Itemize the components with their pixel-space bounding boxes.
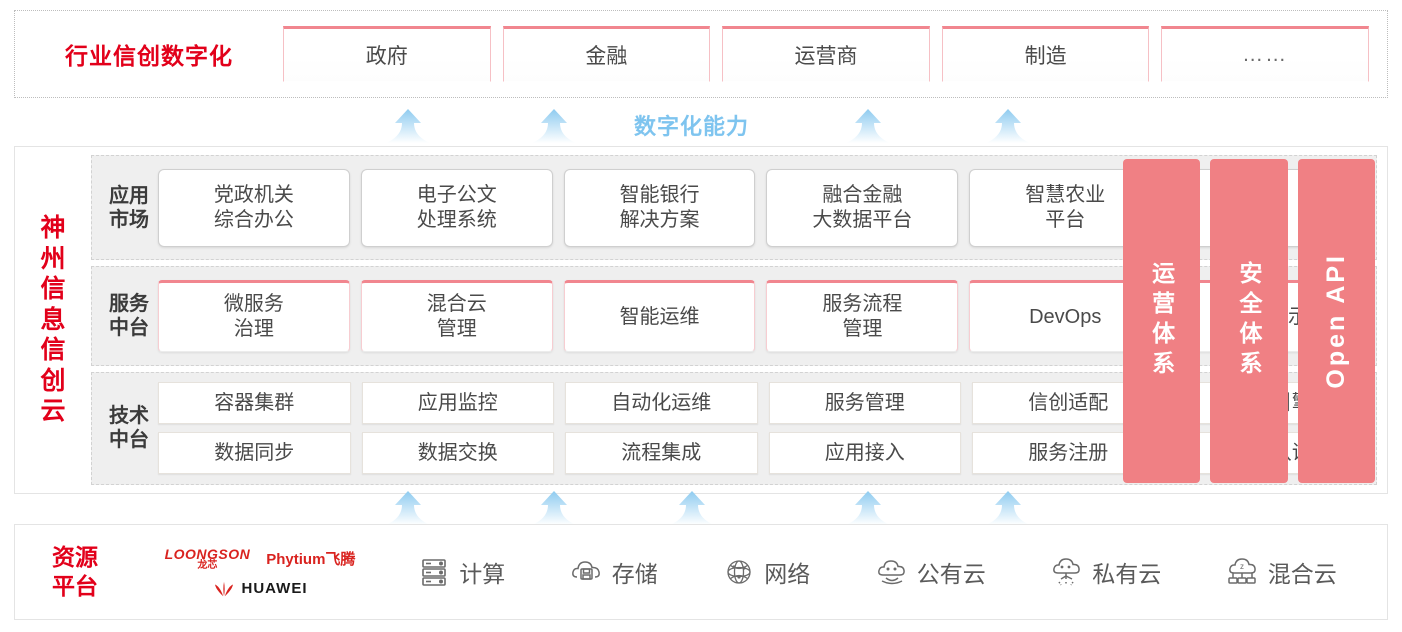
server-icon <box>417 555 451 589</box>
tech-cell-container-cluster[interactable]: 容器集群 <box>158 382 351 425</box>
loongson-logo-cn: 龙芯 <box>197 559 218 571</box>
resource-item-label: 存储 <box>611 561 658 587</box>
cloud-title-char: 创 <box>40 366 66 395</box>
resource-item-public-cloud[interactable]: 公有云 <box>875 555 986 589</box>
app-cell-edoc-system[interactable]: 电子公文处理系统 <box>360 168 553 247</box>
layer-label-technical-platform: 技术 中台 <box>100 404 158 452</box>
huawei-logo: HUAWEI <box>213 580 308 598</box>
loongson-logo-text: LOONGSON <box>164 545 251 562</box>
industry-box-finance[interactable]: 金融 <box>502 26 711 82</box>
digital-capability-label: 数字化能力 <box>634 114 750 139</box>
public-cloud-icon <box>875 555 909 589</box>
cloud-title-char: 州 <box>40 244 66 273</box>
huawei-logo-text: HUAWEI <box>241 580 308 597</box>
cloud-platform-title: 神 州 信 息 信 创 云 <box>15 147 91 493</box>
industry-band-title: 行业信创数字化 <box>65 43 233 69</box>
tech-cell-process-integration[interactable]: 流程集成 <box>565 432 758 475</box>
tech-cell-data-exchange[interactable]: 数据交换 <box>361 432 554 475</box>
pillar-open-api[interactable]: Open API <box>1297 159 1375 483</box>
resource-title-line: 平台 <box>52 573 98 599</box>
app-cell-fusion-finance-bigdata[interactable]: 融合金融大数据平台 <box>766 168 959 247</box>
industry-box-government[interactable]: 政府 <box>283 26 491 82</box>
tech-cell-service-management[interactable]: 服务管理 <box>768 382 961 425</box>
huawei-flower-icon <box>213 580 235 598</box>
resource-item-label: 计算 <box>459 561 506 587</box>
pillar-label: 安全体系 <box>1235 261 1262 381</box>
industry-box-more[interactable]: …… <box>1161 26 1369 82</box>
resource-item-label: 网络 <box>764 561 811 587</box>
resource-item-list: 计算 存储 <box>385 555 1387 589</box>
tech-cell-automated-ops[interactable]: 自动化运维 <box>565 382 758 425</box>
resource-item-private-cloud[interactable]: 私有云 <box>1050 555 1161 589</box>
resource-item-label: 公有云 <box>916 561 986 587</box>
svg-text:z: z <box>1240 562 1244 571</box>
vendor-row-top: LOONGSON 龙芯 Phytium飞腾 <box>165 547 356 571</box>
cloud-title-char: 神 <box>40 214 66 243</box>
layer-label-line: 市场 <box>109 208 149 231</box>
resource-platform-title: 资源 平台 <box>15 543 135 601</box>
up-arrow-icon <box>526 490 582 526</box>
pillar-security-system[interactable]: 安全体系 <box>1210 159 1288 483</box>
cloud-title-char: 息 <box>40 305 66 334</box>
industry-band: 行业信创数字化 政府 金融 运营商 制造 …… <box>14 10 1388 98</box>
resource-title-line: 资源 <box>52 544 98 571</box>
digital-capability-band: 数字化能力 <box>14 104 1388 144</box>
resource-item-network[interactable]: 网络 <box>722 555 810 589</box>
layer-label-line: 服务 <box>109 293 149 316</box>
up-arrow-icon <box>380 108 436 144</box>
resource-item-compute[interactable]: 计算 <box>417 555 505 589</box>
pillar-label: 运营体系 <box>1148 261 1175 381</box>
layer-label-service-platform: 服务 中台 <box>100 292 158 340</box>
up-arrow-icon <box>664 490 720 526</box>
layer-label-application-market: 应用 市场 <box>100 184 158 232</box>
resource-capability-band <box>14 491 1388 526</box>
network-icon <box>722 555 756 589</box>
layer-label-line: 中台 <box>109 429 149 452</box>
industry-box-list: 政府 金融 运营商 制造 …… <box>283 26 1387 82</box>
industry-box-operator[interactable]: 运营商 <box>722 26 930 82</box>
layer-label-line: 技术 <box>109 405 149 428</box>
cloud-title-char: 云 <box>40 397 66 426</box>
cloud-title-char: 信 <box>40 275 66 304</box>
svc-cell-microservice-governance[interactable]: 微服务治理 <box>158 280 350 353</box>
cloud-platform-panel: 神 州 信 息 信 创 云 应用 市场 党政机关综合办公 电子公文处理系统 智能… <box>14 146 1388 494</box>
up-arrow-icon <box>840 490 896 526</box>
up-arrow-icon <box>840 108 896 144</box>
app-cell-smart-bank-solution[interactable]: 智能银行解决方案 <box>563 168 756 247</box>
resource-item-hybrid-cloud[interactable]: z 混合云 <box>1226 555 1337 589</box>
svc-cell-service-process-management[interactable]: 服务流程管理 <box>766 280 959 353</box>
resource-platform-panel: 资源 平台 LOONGSON 龙芯 Phytium飞腾 <box>14 524 1388 620</box>
loongson-logo: LOONGSON 龙芯 <box>165 547 251 571</box>
up-arrow-icon <box>980 108 1036 144</box>
svc-cell-hybrid-cloud-management[interactable]: 混合云管理 <box>360 280 553 353</box>
phytium-logo: Phytium飞腾 <box>266 551 356 568</box>
resource-item-storage[interactable]: 存储 <box>570 555 658 589</box>
tech-cell-application-access[interactable]: 应用接入 <box>768 432 961 475</box>
up-arrow-icon <box>380 490 436 526</box>
cloud-title-char: 信 <box>40 336 66 365</box>
hybrid-cloud-icon: z <box>1226 555 1260 589</box>
pillar-label: Open API <box>1321 253 1350 389</box>
cloud-storage-icon <box>570 555 604 589</box>
private-cloud-icon <box>1050 555 1084 589</box>
layer-label-line: 中台 <box>109 317 149 340</box>
pillar-operation-system[interactable]: 运营体系 <box>1123 159 1201 483</box>
up-arrow-icon <box>980 490 1036 526</box>
vendor-logo-list: LOONGSON 龙芯 Phytium飞腾 HUAWEI <box>135 547 385 598</box>
up-arrow-icon <box>526 108 582 144</box>
tech-cell-application-monitoring[interactable]: 应用监控 <box>361 382 554 425</box>
svc-cell-intelligent-ops[interactable]: 智能运维 <box>563 280 756 353</box>
industry-box-manufacturing[interactable]: 制造 <box>941 26 1150 82</box>
app-cell-party-government-office[interactable]: 党政机关综合办公 <box>158 168 350 247</box>
layer-label-line: 应用 <box>109 184 149 207</box>
cloud-pillar-list: 运营体系 安全体系 Open API <box>1123 159 1375 483</box>
resource-item-label: 私有云 <box>1092 561 1162 587</box>
resource-item-label: 混合云 <box>1267 561 1337 587</box>
tech-cell-data-sync[interactable]: 数据同步 <box>158 432 351 475</box>
